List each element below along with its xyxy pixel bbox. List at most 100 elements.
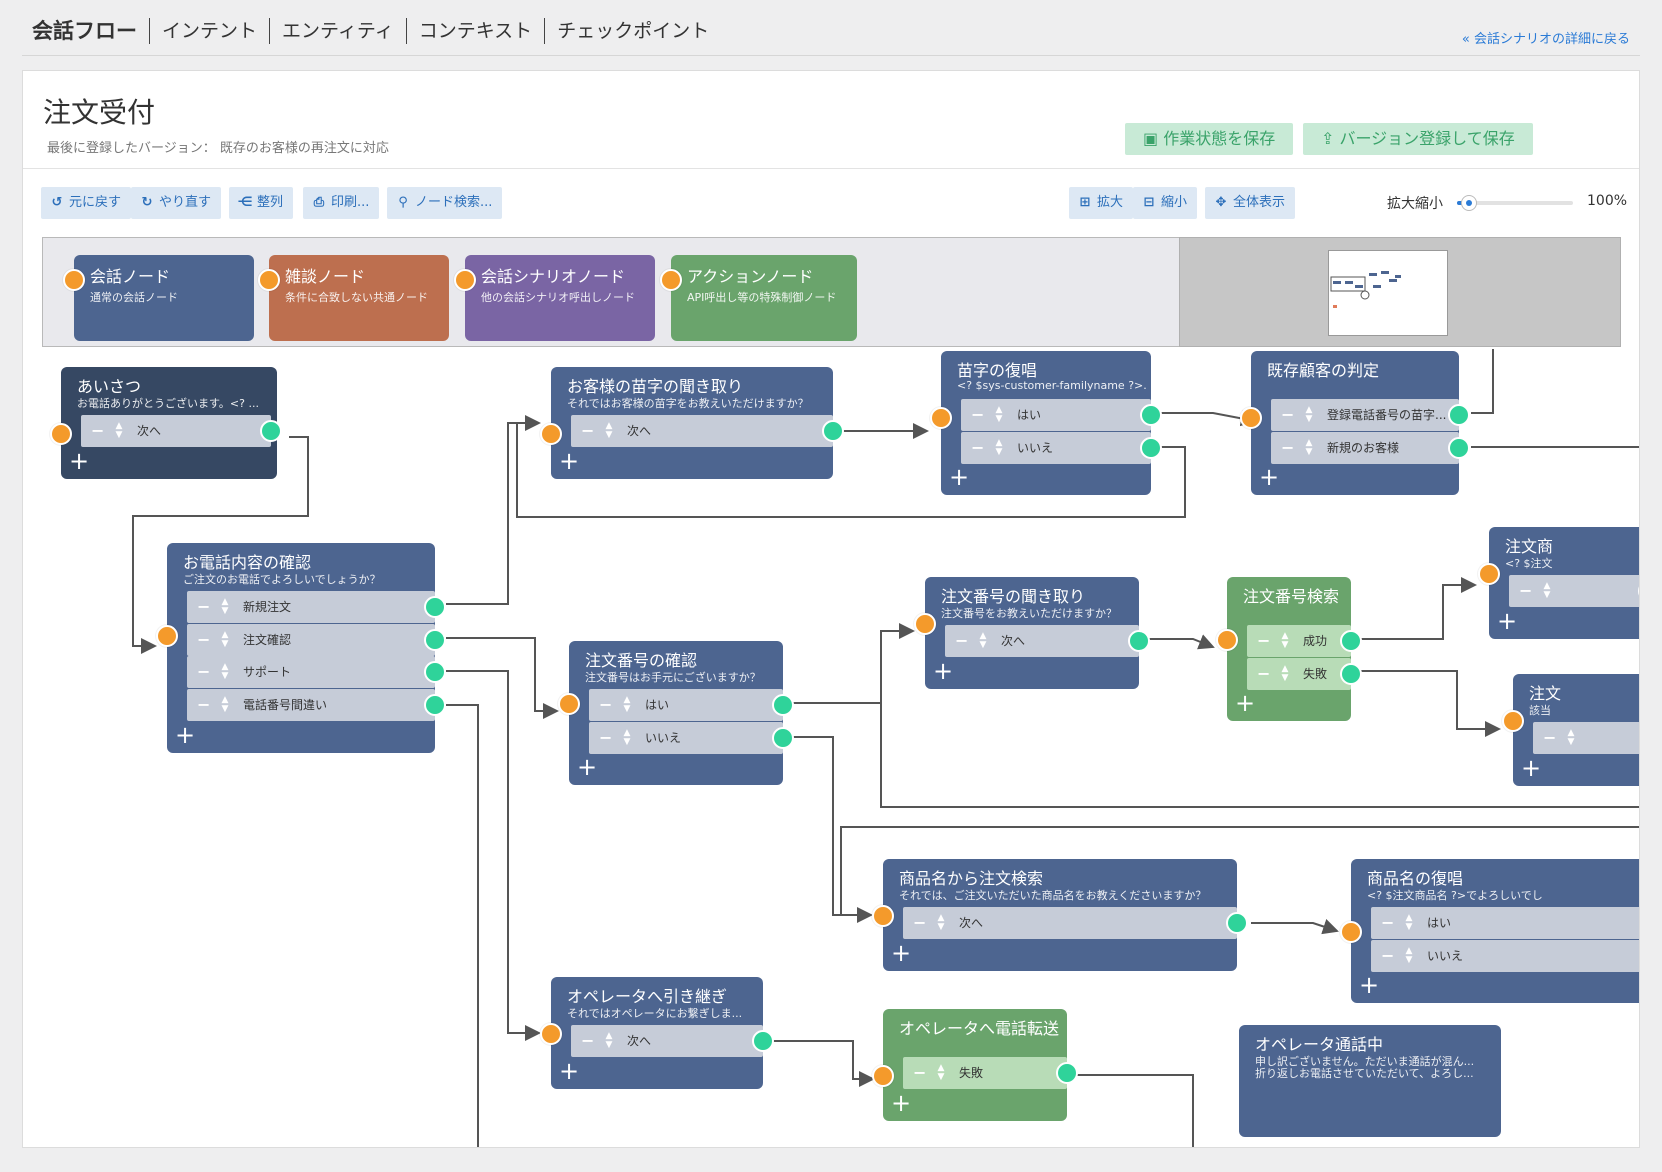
tab-context[interactable]: コンテキスト: [405, 18, 544, 44]
flow-canvas[interactable]: あいさつお電話ありがとうございます。<? ...−▲▼次へ+ お客様の苗字の聞き取…: [23, 349, 1639, 1147]
branch-row[interactable]: −▲▼新規注文: [187, 591, 435, 623]
output-port[interactable]: [424, 694, 446, 716]
node-ask-order-no[interactable]: 注文番号の聞き取り注文番号をお教えいただけますか？−▲▼次へ+: [925, 577, 1150, 689]
branch-row[interactable]: −▲▼次へ: [945, 625, 1139, 657]
reorder-icon[interactable]: ▲▼: [623, 728, 631, 747]
output-port[interactable]: [822, 420, 844, 442]
input-port[interactable]: [1240, 407, 1262, 429]
zoom-slider-knob[interactable]: [1460, 195, 1477, 211]
branch-row[interactable]: −▲▼電話番号間違い: [187, 689, 435, 721]
reorder-icon[interactable]: ▲▼: [221, 597, 229, 616]
minus-icon[interactable]: −: [1257, 631, 1271, 650]
minus-icon[interactable]: −: [955, 631, 969, 650]
reorder-icon[interactable]: ▲▼: [221, 630, 229, 649]
minus-icon[interactable]: −: [599, 695, 613, 714]
tab-intent[interactable]: インテント: [149, 18, 269, 44]
back-to-scenario-link[interactable]: « 会話シナリオの詳細に戻る: [1461, 32, 1630, 47]
output-port[interactable]: [1448, 404, 1470, 426]
minus-icon[interactable]: −: [1257, 664, 1271, 683]
add-branch-icon[interactable]: +: [559, 1057, 580, 1085]
minus-icon[interactable]: −: [913, 913, 927, 932]
add-branch-icon[interactable]: +: [891, 1089, 912, 1117]
minus-icon[interactable]: −: [971, 405, 985, 424]
node-search-button[interactable]: ⚲ノード検索...: [387, 187, 503, 219]
add-branch-icon[interactable]: +: [69, 447, 90, 475]
palette-chat-node[interactable]: 雑談ノード条件に合致しない共通ノード: [269, 255, 449, 341]
input-port[interactable]: [1502, 710, 1524, 732]
input-port[interactable]: [50, 423, 72, 445]
minus-icon[interactable]: −: [91, 421, 105, 440]
node-item-repeat[interactable]: 商品名の復唱<? $注文商品名 ?>でよろしいでし−▲▼はい−▲▼いいえ+: [1351, 859, 1639, 1003]
add-branch-icon[interactable]: +: [949, 463, 970, 491]
arrange-button[interactable]: ⋲整列: [229, 187, 294, 219]
output-port[interactable]: [772, 694, 794, 716]
redo-button[interactable]: ↻やり直す: [131, 187, 222, 219]
minus-icon[interactable]: −: [1281, 405, 1295, 424]
reorder-icon[interactable]: ▲▼: [1281, 631, 1289, 650]
tab-checkpoint[interactable]: チェックポイント: [544, 18, 721, 44]
input-port[interactable]: [1340, 921, 1362, 943]
minus-icon[interactable]: −: [599, 728, 613, 747]
reorder-icon[interactable]: ▲▼: [937, 913, 945, 932]
reorder-icon[interactable]: ▲▼: [1543, 581, 1551, 600]
add-branch-icon[interactable]: +: [175, 721, 196, 749]
undo-button[interactable]: ↺元に戻す: [41, 187, 132, 219]
reorder-icon[interactable]: ▲▼: [115, 421, 123, 440]
branch-row[interactable]: −▲▼失敗: [1247, 658, 1351, 690]
output-port[interactable]: [424, 661, 446, 683]
node-greeting[interactable]: あいさつお電話ありがとうございます。<? ...−▲▼次へ+: [61, 367, 282, 479]
node-order-search[interactable]: 注文番号検索−▲▼成功−▲▼失敗+: [1227, 577, 1362, 721]
print-button[interactable]: ⎙印刷...: [303, 187, 380, 219]
minus-icon[interactable]: −: [197, 662, 211, 681]
reorder-icon[interactable]: ▲▼: [937, 1063, 945, 1082]
branch-row[interactable]: −▲▼: [1509, 575, 1639, 607]
fit-all-button[interactable]: ✥全体表示: [1205, 187, 1296, 219]
branch-row[interactable]: −▲▼次へ: [571, 415, 833, 447]
reorder-icon[interactable]: ▲▼: [995, 405, 1003, 424]
input-port[interactable]: [930, 407, 952, 429]
branch-row[interactable]: −▲▼新規のお客様: [1271, 432, 1459, 464]
tab-conversation-flow[interactable]: 会話フロー: [32, 19, 137, 43]
output-port[interactable]: [1340, 630, 1362, 652]
output-port[interactable]: [1056, 1062, 1078, 1084]
reorder-icon[interactable]: ▲▼: [623, 695, 631, 714]
branch-row[interactable]: −▲▼いいえ: [961, 432, 1151, 464]
input-port[interactable]: [540, 423, 562, 445]
input-port[interactable]: [540, 1023, 562, 1045]
minus-icon[interactable]: −: [971, 438, 985, 457]
branch-row[interactable]: −▲▼登録電話番号の苗字...: [1271, 399, 1459, 431]
input-port[interactable]: [1216, 629, 1238, 651]
output-port[interactable]: [752, 1030, 774, 1052]
branch-row[interactable]: −▲▼いいえ: [1371, 940, 1639, 972]
zoom-out-button[interactable]: ⊟縮小: [1133, 187, 1198, 219]
node-ask-name[interactable]: お客様の苗字の聞き取りそれではお客様の苗字をお教えいただけますか？−▲▼次へ+: [551, 367, 844, 479]
branch-row[interactable]: −▲▼成功: [1247, 625, 1351, 657]
minus-icon[interactable]: −: [197, 597, 211, 616]
input-port[interactable]: [914, 613, 936, 635]
minus-icon[interactable]: −: [1543, 728, 1557, 747]
output-port[interactable]: [772, 727, 794, 749]
minimap-viewport[interactable]: [1328, 250, 1448, 336]
branch-row[interactable]: −▲▼注文確認: [187, 624, 435, 656]
minimap[interactable]: [1179, 237, 1621, 347]
reorder-icon[interactable]: ▲▼: [221, 695, 229, 714]
input-port[interactable]: [872, 905, 894, 927]
node-order-no-confirm[interactable]: 注文番号の確認注文番号はお手元にございますか？−▲▼はい−▲▼いいえ+: [569, 641, 794, 785]
reorder-icon[interactable]: ▲▼: [979, 631, 987, 650]
node-note[interactable]: 注文該当−▲▼+: [1513, 674, 1639, 786]
reorder-icon[interactable]: ▲▼: [221, 662, 229, 681]
save-version-button[interactable]: ⇪ バージョン登録して保存: [1303, 123, 1533, 155]
palette-scenario-node[interactable]: 会話シナリオノード他の会話シナリオ呼出しノード: [465, 255, 655, 341]
reorder-icon[interactable]: ▲▼: [605, 421, 613, 440]
branch-row[interactable]: −▲▼失敗: [903, 1057, 1067, 1089]
zoom-in-button[interactable]: ⊞拡大: [1069, 187, 1134, 219]
output-port[interactable]: [1340, 663, 1362, 685]
node-on-call[interactable]: オペレータ通話中申し訳ございません。ただいま通話が混ん...折り返しお電話させて…: [1239, 1025, 1501, 1137]
minus-icon[interactable]: −: [1519, 581, 1533, 600]
branch-row[interactable]: −▲▼次へ: [571, 1025, 763, 1057]
save-work-button[interactable]: ▣ 作業状態を保存: [1125, 123, 1294, 155]
output-port[interactable]: [1140, 437, 1162, 459]
branch-row[interactable]: −▲▼次へ: [81, 415, 271, 447]
minus-icon[interactable]: −: [197, 630, 211, 649]
input-port[interactable]: [872, 1065, 894, 1087]
